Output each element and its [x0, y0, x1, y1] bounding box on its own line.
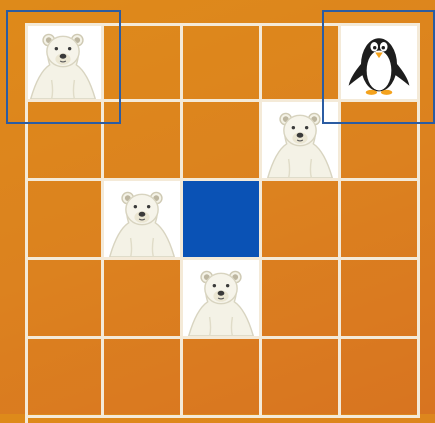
board-cell-r2-c1[interactable]	[104, 181, 183, 260]
board-cell-r3-c1[interactable]	[104, 260, 183, 339]
board-cell-r0-c4[interactable]	[341, 23, 420, 102]
board-cell-r0-c0[interactable]	[25, 23, 104, 102]
polar-bear-icon	[25, 23, 101, 99]
polar-bear-icon	[262, 102, 338, 178]
polar-bear-icon	[104, 181, 180, 257]
board-cell-r2-c3[interactable]	[262, 181, 341, 260]
board-cell-r3-c4[interactable]	[341, 260, 420, 339]
board-cell-r2-c4[interactable]	[341, 181, 420, 260]
board-cell-r0-c2[interactable]	[183, 23, 262, 102]
board-cell-r1-c2[interactable]	[183, 102, 262, 181]
board-cell-r1-c4[interactable]	[341, 102, 420, 181]
blue-tile[interactable]	[183, 181, 262, 260]
board-cell-r0-c3[interactable]	[262, 23, 341, 102]
board-cell-r4-c4[interactable]	[341, 339, 420, 418]
board-cell-r1-c0[interactable]	[25, 102, 104, 181]
board-cell-r4-c1[interactable]	[104, 339, 183, 418]
board-cell-r3-c3[interactable]	[262, 260, 341, 339]
game-board	[25, 23, 422, 423]
board-cell-r2-c0[interactable]	[25, 181, 104, 260]
board-cell-r3-c2[interactable]	[183, 260, 262, 339]
board-cell-r0-c1[interactable]	[104, 23, 183, 102]
polar-bear-icon	[183, 260, 259, 336]
board-cell-r4-c2[interactable]	[183, 339, 262, 418]
board-cell-r1-c1[interactable]	[104, 102, 183, 181]
board-cell-r1-c3[interactable]	[262, 102, 341, 181]
board-cell-r4-c3[interactable]	[262, 339, 341, 418]
board-cell-r3-c0[interactable]	[25, 260, 104, 339]
board-cell-r4-c0[interactable]	[25, 339, 104, 418]
penguin-icon	[341, 23, 417, 99]
